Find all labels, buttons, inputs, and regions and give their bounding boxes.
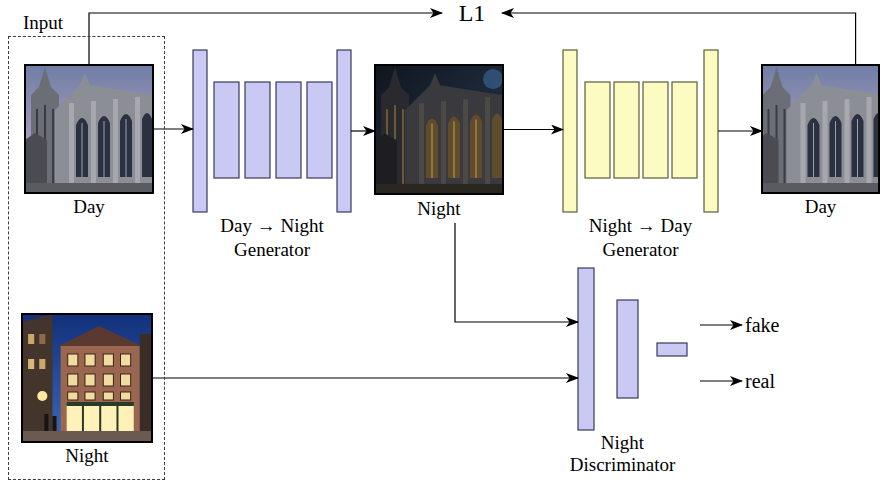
arrow-connector — [153, 128, 193, 129]
image-node-body — [762, 65, 879, 193]
arrow-connector — [152, 377, 578, 378]
night-cathedral-photo — [375, 65, 503, 194]
node-label: Night — [22, 445, 152, 467]
input-group: InputDayNight — [8, 36, 165, 480]
node-label: Day — [762, 196, 879, 218]
arrow-connector — [718, 130, 762, 131]
node-label: Day → Night Generator — [197, 214, 347, 262]
output-label: real — [745, 368, 785, 394]
image-node: Day — [25, 65, 153, 218]
node-label: Day — [25, 196, 153, 218]
discriminator-bars — [578, 268, 687, 430]
generator-body — [193, 50, 351, 212]
arrow-connector — [89, 13, 442, 65]
output-label: fake — [745, 312, 785, 338]
generator: Night → Day Generator — [563, 50, 718, 262]
arrow-connector — [502, 13, 856, 65]
image-node-body — [22, 314, 152, 442]
node-label: Night — [375, 198, 503, 220]
loss-label: L1 — [445, 0, 499, 26]
generator-body — [563, 50, 718, 212]
node-label: Night → Day Generator — [566, 214, 716, 262]
generator-bars — [563, 50, 718, 212]
arrow-connector — [455, 223, 578, 322]
arrow-connector — [700, 380, 742, 381]
image-node-body — [375, 65, 503, 194]
image-node: Night — [375, 65, 503, 220]
node-label: Night Discriminator — [555, 432, 690, 476]
generator: Day → Night Generator — [193, 50, 351, 262]
node-label: real — [745, 368, 775, 394]
day-photo — [25, 65, 153, 193]
discriminator-body — [578, 268, 688, 430]
image-node: Night — [22, 314, 152, 468]
night-street-photo — [22, 314, 152, 442]
arrow-connector — [351, 130, 375, 131]
node-label: L1 — [445, 0, 499, 26]
image-node: Day — [762, 65, 879, 218]
discriminator: Night Discriminator — [555, 268, 690, 478]
node-label: fake — [745, 312, 779, 338]
image-node-body — [25, 65, 153, 193]
generator-bars — [193, 50, 351, 212]
arrow-connector — [700, 324, 742, 325]
node-label: Input — [23, 12, 63, 34]
day-photo — [757, 65, 883, 193]
arrow-connector — [503, 129, 563, 130]
